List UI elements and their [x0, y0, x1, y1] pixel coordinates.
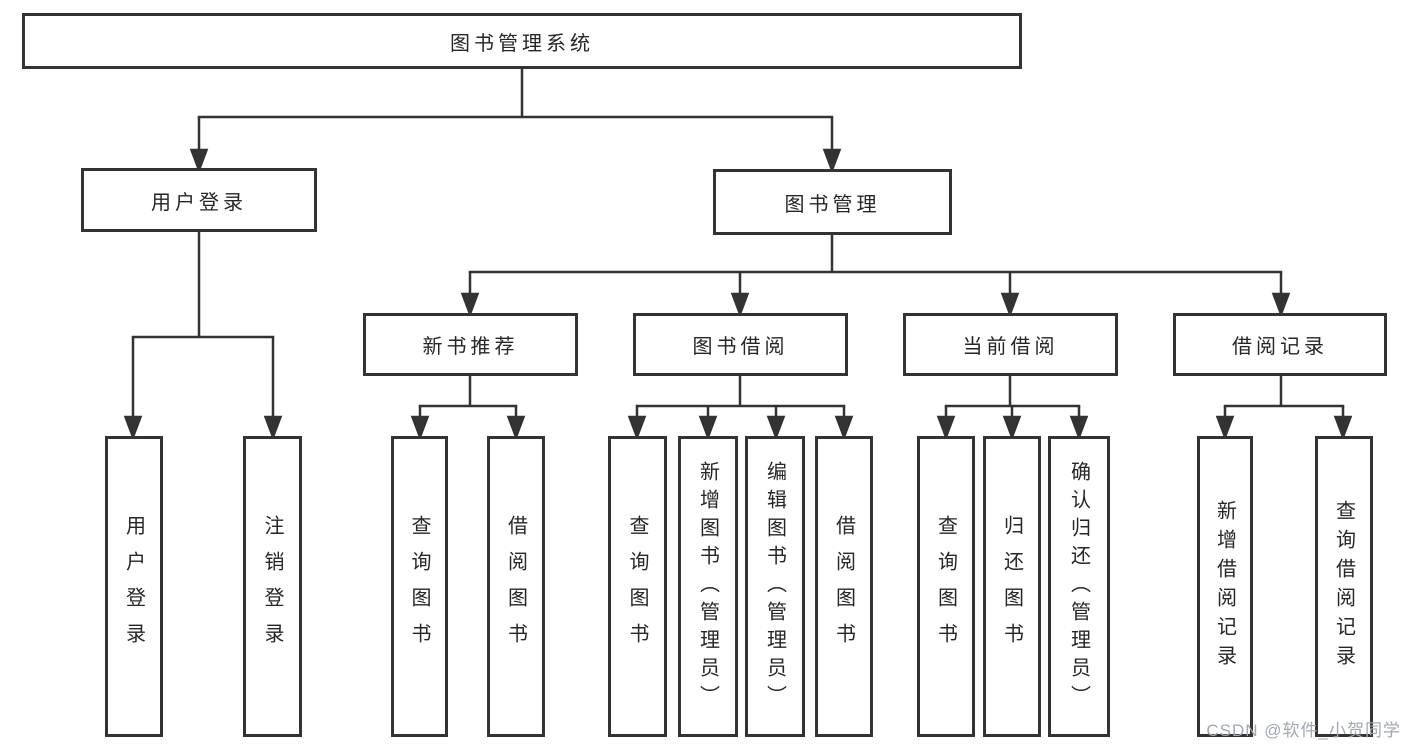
node-new-book-recommendation-label: 新书推荐 — [422, 336, 519, 358]
leaf-edit-book-admin: 编辑图书（管理员） — [745, 436, 805, 737]
leaf-borrow-books-recommend-label: 借阅图书 — [504, 514, 527, 659]
leaf-query-borrow-record-label: 查询借阅记录 — [1332, 499, 1355, 674]
leaf-borrow-books-borrowing: 借阅图书 — [815, 436, 873, 737]
leaf-edit-book-admin-label: 编辑图书（管理员） — [763, 460, 786, 713]
leaf-borrow-books-recommend: 借阅图书 — [487, 436, 545, 737]
node-root-system-label: 图书管理系统 — [450, 32, 594, 55]
leaf-logout: 注销登录 — [243, 436, 302, 737]
leaf-borrow-books-borrowing-label: 借阅图书 — [832, 514, 855, 659]
node-current-borrowing-label: 当前借阅 — [962, 336, 1059, 358]
leaf-user-login-label: 用户登录 — [122, 514, 145, 659]
leaf-query-books-borrowing-label: 查询图书 — [626, 514, 648, 659]
leaf-query-borrow-record: 查询借阅记录 — [1315, 436, 1373, 737]
node-user-login: 用户登录 — [81, 168, 317, 232]
csdn-watermark: CSDN @软件_小贺同学 — [1206, 721, 1401, 740]
leaf-query-books-recommend: 查询图书 — [391, 436, 448, 737]
leaf-return-book-label: 归还图书 — [1000, 514, 1023, 659]
leaf-add-book-admin: 新增图书（管理员） — [678, 436, 738, 737]
leaf-query-books-current-label: 查询图书 — [934, 514, 957, 659]
node-user-login-label: 用户登录 — [151, 191, 247, 214]
leaf-confirm-return-admin-label: 确认归还（管理员） — [1067, 460, 1090, 713]
leaf-add-book-admin-label: 新增图书（管理员） — [696, 460, 719, 713]
node-book-borrowing: 图书借阅 — [633, 313, 848, 376]
leaf-query-books-recommend-label: 查询图书 — [408, 514, 430, 659]
leaf-query-books-current: 查询图书 — [917, 436, 975, 737]
leaf-confirm-return-admin: 确认归还（管理员） — [1048, 436, 1110, 737]
node-book-borrowing-label: 图书借阅 — [692, 336, 789, 358]
leaf-user-login: 用户登录 — [105, 436, 163, 737]
node-root-system: 图书管理系统 — [22, 13, 1022, 69]
leaf-logout-label: 注销登录 — [261, 514, 283, 659]
node-book-management: 图书管理 — [713, 169, 952, 235]
leaf-add-borrow-record: 新增借阅记录 — [1197, 436, 1253, 737]
node-new-book-recommendation: 新书推荐 — [363, 313, 578, 376]
node-current-borrowing: 当前借阅 — [903, 313, 1118, 376]
node-borrowing-records: 借阅记录 — [1173, 313, 1387, 376]
leaf-return-book: 归还图书 — [983, 436, 1041, 737]
node-book-management-label: 图书管理 — [784, 193, 881, 216]
node-borrowing-records-label: 借阅记录 — [1232, 336, 1328, 358]
leaf-add-borrow-record-label: 新增借阅记录 — [1213, 499, 1236, 674]
leaf-query-books-borrowing: 查询图书 — [608, 436, 667, 737]
